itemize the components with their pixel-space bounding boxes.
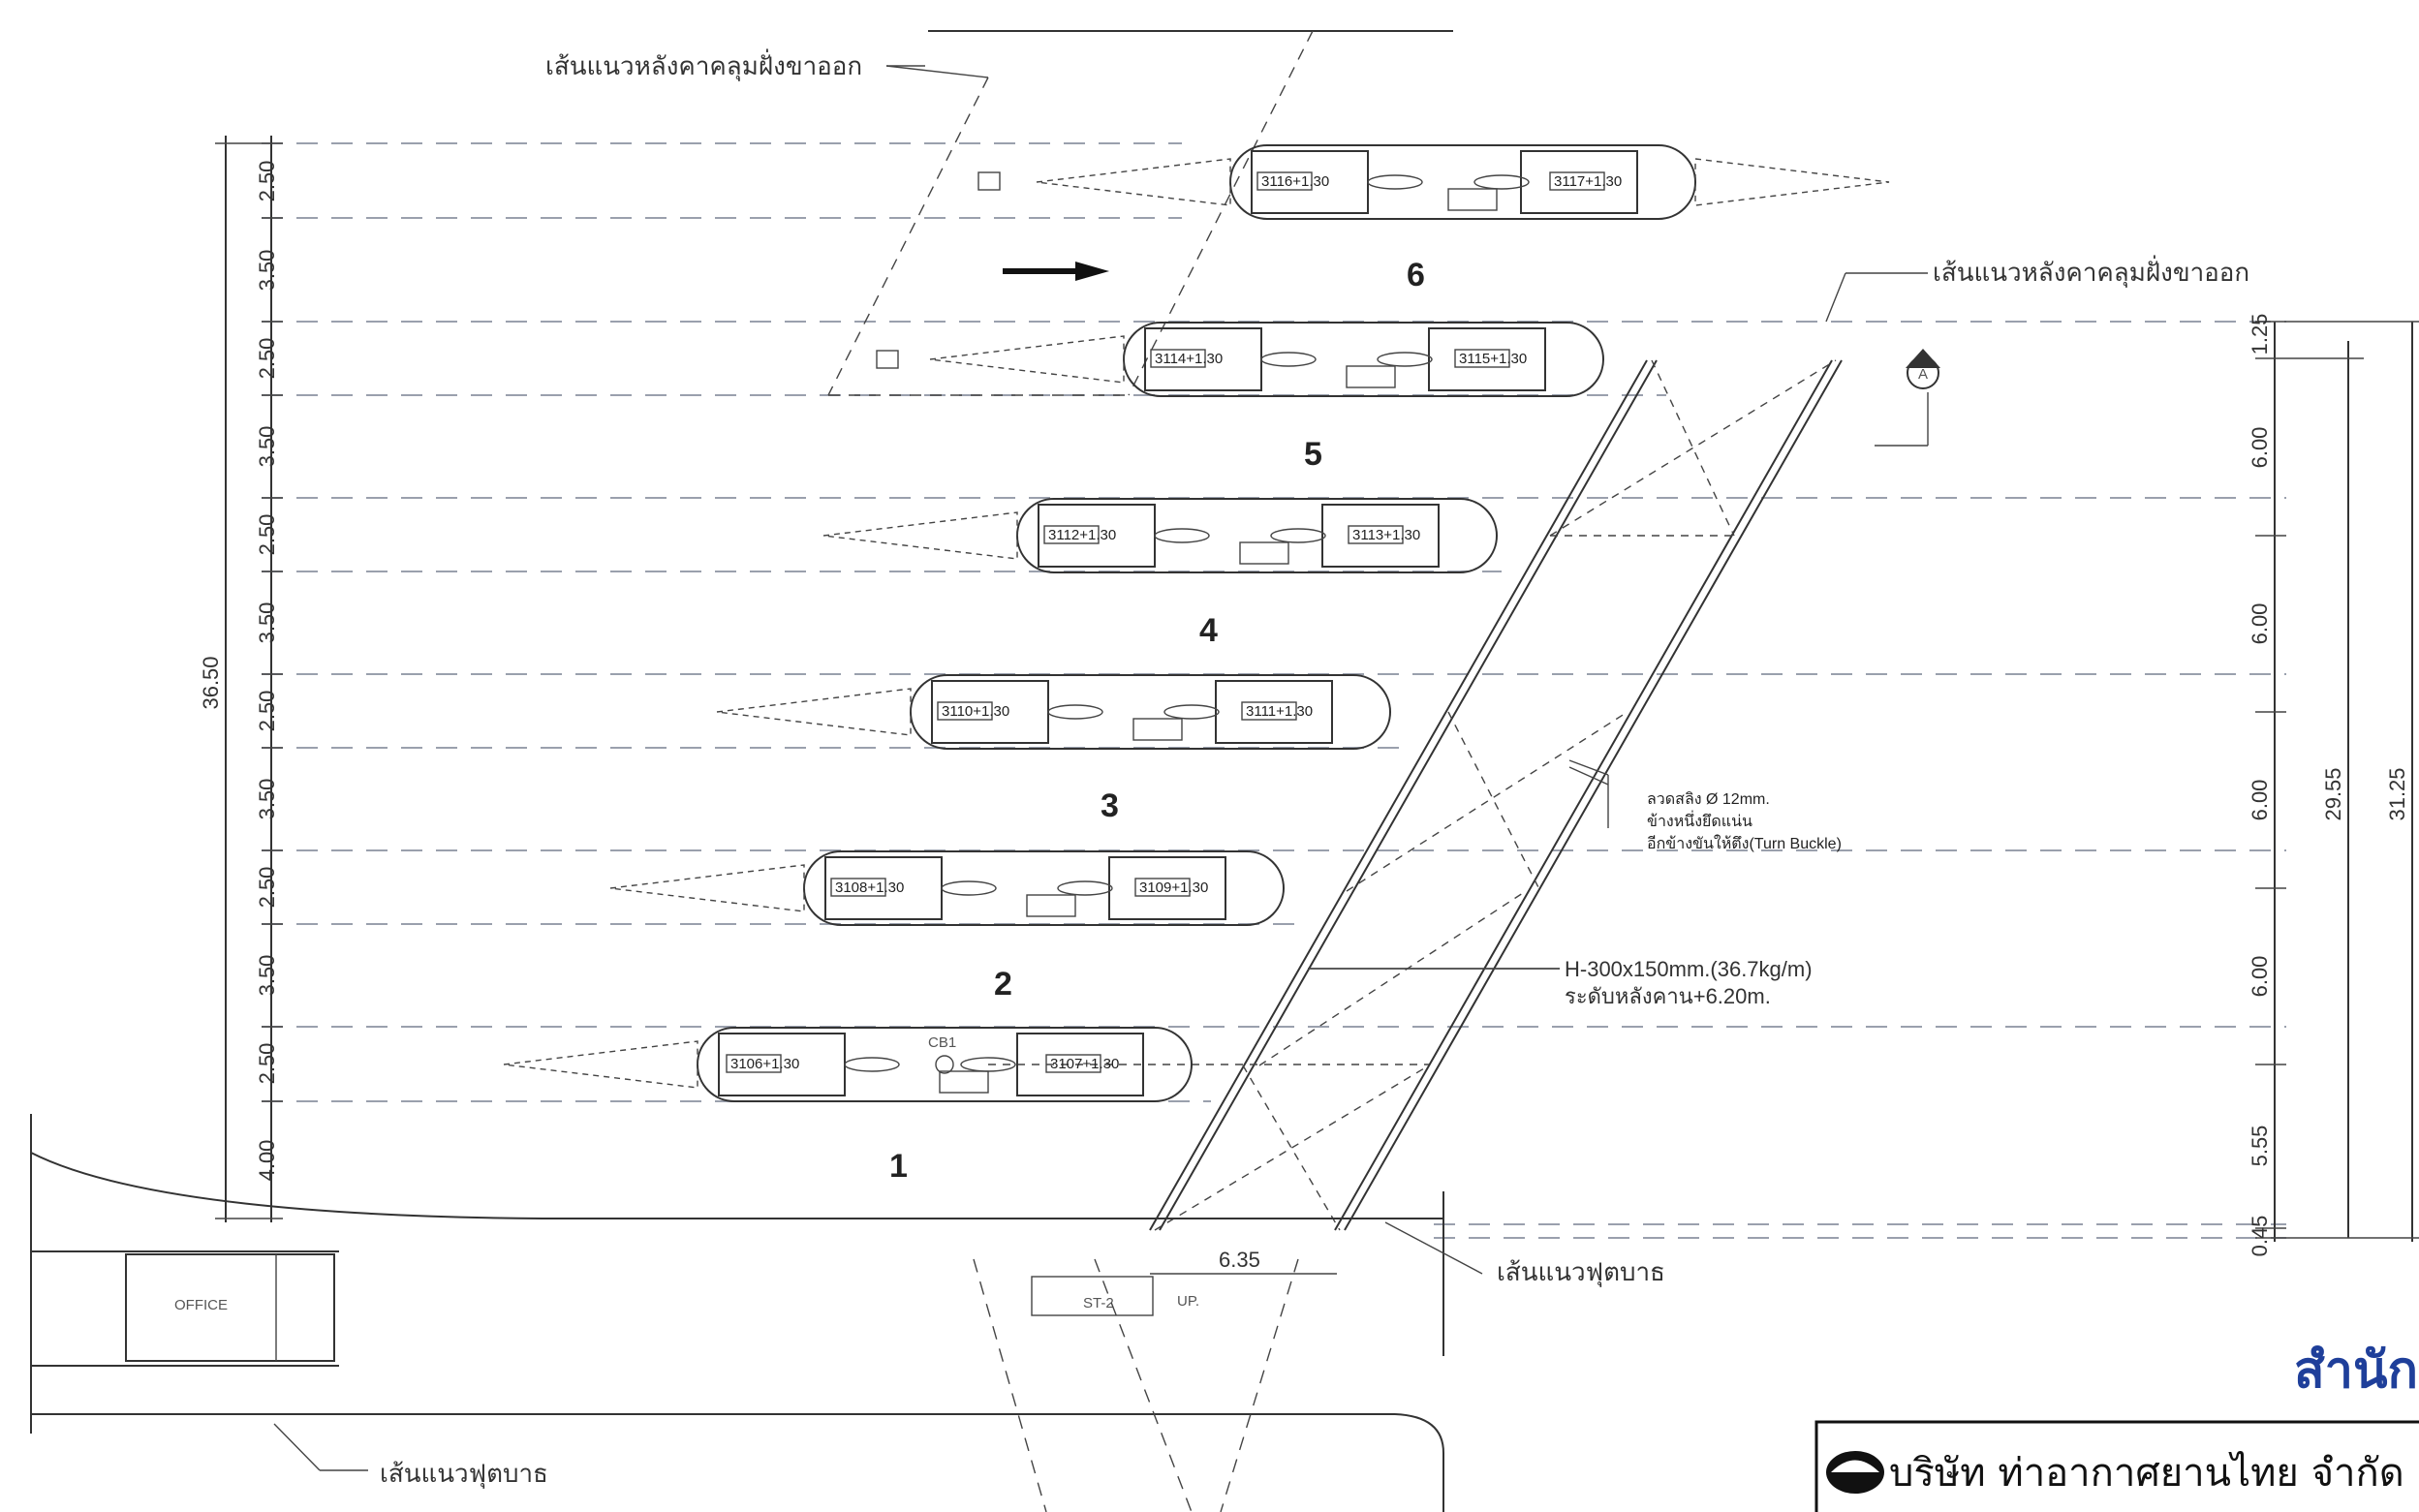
dim-left-11: 2.50 [255,1043,279,1085]
roof-line-label-right: เส้นแนวหลังคาคลุมฝั่งขาออก [1933,255,2249,288]
platform-6: 3116+1.30 3117+1.30 [1036,144,1890,220]
dim-left-10: 3.50 [255,955,279,997]
ground-area: OFFICE ST-2 UP. 6.35 [30,1114,1444,1512]
gate-label: 3113+1.30 [1352,527,1420,543]
dim-left-7: 2.50 [255,691,279,732]
dim-left-5: 2.50 [255,514,279,556]
beam-spec-line1: H-300x150mm.(36.7kg/m) [1565,957,1813,981]
cb-label: CB1 [928,1034,956,1051]
cable-note-line3: อีกข้างขันให้ตึง(Turn Buckle) [1647,834,1842,852]
gate-label: 3106+1.30 [730,1056,799,1072]
section-marker-icon: A [1875,349,1940,447]
company-name: บริษัท ท่าอากาศยานไทย จำกัด [1889,1451,2404,1496]
dim-left-4: 3.50 [255,426,279,468]
dim-left-12: 4.00 [255,1140,279,1182]
dim-right-1: 1.25 [2248,314,2272,355]
dim-left-2: 3.50 [255,250,279,292]
dim-total-left: 36.50 [199,656,223,709]
platform-4: 3112+1.30 3113+1.30 [822,498,1498,573]
cable-note-line2: ข้างหนึ่งยึดแน่น [1647,810,1752,830]
office-label: OFFICE [174,1297,228,1313]
dim-right-5: 6.00 [2248,956,2272,998]
gate-label: 3110+1.30 [942,703,1009,720]
dim-left-9: 2.50 [255,867,279,909]
dim-left-8: 3.50 [255,779,279,820]
left-dimension-chain: 36.50 2.50 3.50 2.50 3.50 2.50 3.50 2.50… [199,136,283,1222]
company-logo-icon [1826,1451,1884,1494]
flow-arrow-icon [1003,262,1109,281]
platform-number-4: 4 [1199,612,1218,649]
dim-right-2: 6.00 [2248,427,2272,469]
roof-outline [827,30,1453,396]
beam-spec-line2: ระดับหลังคาน+6.20m. [1565,984,1771,1008]
dim-left-3: 2.50 [255,338,279,380]
title-block: สำนัก บริษัท ท่าอากาศยานไทย จำกัด [1814,1341,2419,1512]
gate-label: 3111+1.30 [1246,703,1313,720]
platform-number-1: 1 [889,1148,908,1185]
gate-label: 3108+1.30 [835,879,904,896]
roof-line-label-top: เส้นแนวหลังคาคลุมฝั่งขาออก [545,48,862,81]
gate-label: 3117+1.30 [1554,173,1622,190]
platform-number-6: 6 [1407,257,1425,293]
gate-label: 3109+1.30 [1139,879,1208,896]
cable-note-line1: ลวดสลิง Ø 12mm. [1647,791,1770,808]
platforms: 3116+1.30 3117+1.30 3114+1.30 3115+1.30 [503,144,1890,1102]
stair-label: ST-2 [1083,1295,1114,1311]
gate-label: 3112+1.30 [1048,527,1116,543]
dim-right-4: 6.00 [2248,780,2272,821]
right-dimension-chain: 1.25 6.00 6.00 6.00 6.00 5.55 0.45 29.55… [2248,314,2419,1257]
dim-total-outer: 31.25 [2385,767,2409,820]
platform-number-3: 3 [1101,787,1119,824]
footpath-label-right: เส้นแนวฟุตบาธ [1497,1258,1665,1287]
platform-number-5: 5 [1304,436,1322,473]
dim-right-3: 6.00 [2248,603,2272,645]
gate-label: 3116+1.30 [1261,173,1329,190]
dim-6-35: 6.35 [1219,1248,1260,1272]
gate-label: 3115+1.30 [1459,351,1527,367]
dim-right-6: 5.55 [2248,1126,2272,1167]
dim-total-inner: 29.55 [2321,767,2345,820]
gate-label: 3114+1.30 [1155,351,1223,367]
platform-2: 3108+1.30 3109+1.30 [609,850,1285,926]
dim-left-1: 2.50 [255,161,279,202]
dim-left-6: 3.50 [255,602,279,644]
platform-number-2: 2 [994,966,1012,1003]
gate-label: 3107+1.30 [1050,1056,1119,1072]
stair-up-label: UP. [1177,1293,1199,1310]
grid-lines [262,142,2286,1239]
agency-title: สำนัก [2294,1341,2418,1400]
platform-1: CB1 3106+1.30 3107+1.30 [503,1027,1193,1102]
section-marker-label: A [1918,366,1928,383]
platform-5: 3114+1.30 3115+1.30 [929,322,1604,397]
footpath-label-bottom: เส้นแนวฟุตบาธ [380,1460,548,1489]
platform-3: 3110+1.30 3111+1.30 [716,674,1391,750]
dim-right-7: 0.45 [2248,1216,2272,1257]
